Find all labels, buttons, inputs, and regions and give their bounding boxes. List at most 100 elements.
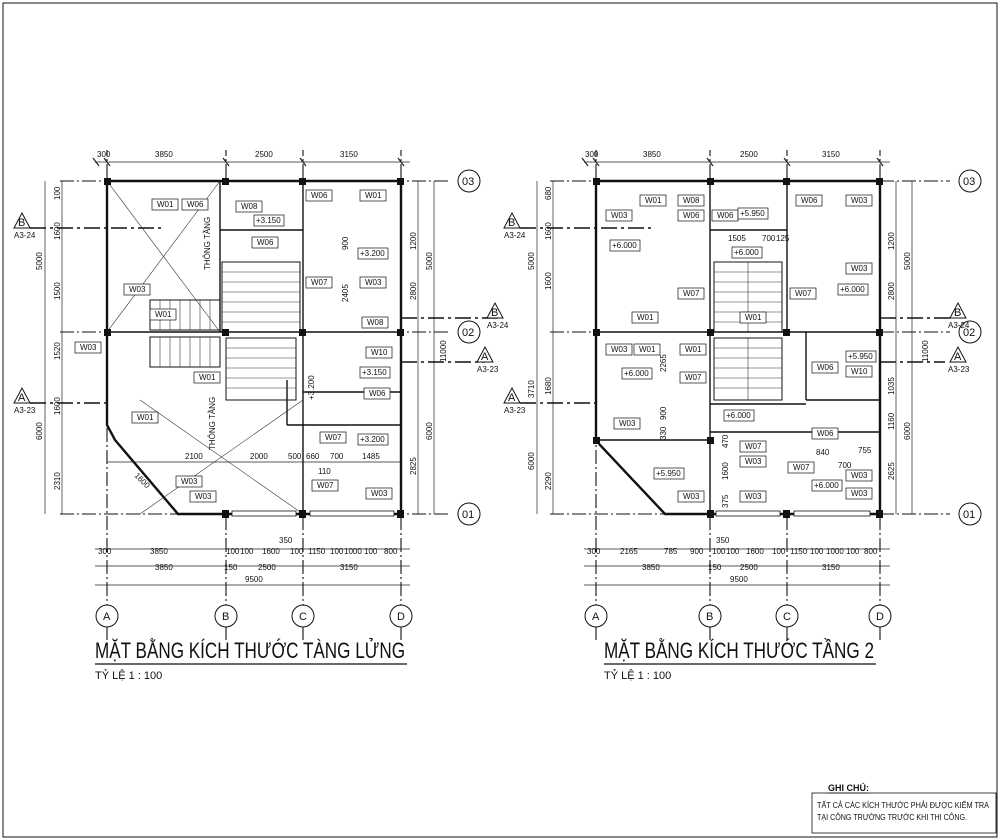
grid-bubble-03: 03 [958, 169, 982, 193]
grid-bubble-d: D [389, 604, 413, 628]
svg-text:A: A [508, 392, 516, 404]
dim-bottom: 1600 [262, 547, 280, 556]
window-tag: W08 [361, 316, 389, 329]
dim-left: 1680 [544, 377, 553, 395]
grid-bubble-b: B [698, 604, 722, 628]
note-line: TẤT CẢ CÁC KÍCH THƯỚC PHẢI ĐƯỢC KIỂM TRA [817, 800, 990, 810]
svg-text:A3-24: A3-24 [948, 321, 970, 330]
dim-left: 1600 [53, 397, 62, 415]
svg-text:01: 01 [462, 509, 474, 521]
window-tag: W03 [74, 341, 102, 354]
grid-bubble-02: 02 [958, 320, 982, 344]
svg-text:W06: W06 [683, 211, 700, 220]
dim-inner: 700 [762, 234, 776, 243]
section-marker: BA3-24 [13, 211, 36, 240]
svg-text:W08: W08 [241, 202, 258, 211]
dim-top: 2500 [255, 150, 273, 159]
dim-bottom: 150 [224, 563, 238, 572]
svg-text:W01: W01 [199, 373, 216, 382]
svg-text:W07: W07 [325, 433, 342, 442]
svg-text:W08: W08 [683, 196, 700, 205]
dim-bottom: 100 [810, 547, 824, 556]
dim-left: 2310 [53, 472, 62, 490]
svg-text:W01: W01 [685, 345, 702, 354]
dim-inner: 110 [318, 467, 331, 476]
dim-right: 2800 [409, 282, 418, 300]
svg-text:C: C [783, 611, 791, 623]
svg-text:W03: W03 [371, 489, 388, 498]
svg-text:W07: W07 [311, 278, 328, 287]
dim-inner: 2100 [185, 452, 203, 461]
dim-right-total: 11000 [921, 340, 930, 362]
window-tag: W01 [679, 343, 707, 356]
dim-bottom: 100 [772, 547, 786, 556]
window-tag: W03 [605, 343, 633, 356]
dim-left: 1500 [53, 282, 62, 300]
svg-text:B: B [954, 307, 961, 319]
dim-top: 3850 [155, 150, 173, 159]
window-tag: W06 [305, 189, 333, 202]
dim-bottom: 2165 [620, 547, 638, 556]
dim-bottom: 100 [226, 547, 240, 556]
svg-text:W10: W10 [371, 348, 388, 357]
dim-left: 100 [53, 186, 62, 200]
svg-text:+3.150: +3.150 [362, 368, 387, 377]
svg-text:W07: W07 [795, 289, 812, 298]
level-mark: +3.200 [307, 375, 316, 400]
window-tag: W03 [175, 475, 203, 488]
window-tag: W03 [845, 194, 873, 207]
window-tag: W06 [677, 209, 705, 222]
dim-right-total: 6000 [425, 422, 434, 440]
dim-right-total: 6000 [903, 422, 912, 440]
svg-text:W03: W03 [129, 285, 146, 294]
dim-inner: 755 [858, 446, 872, 455]
dim-inner: 2265 [659, 354, 668, 372]
plan-floor-2: 300 3850 2500 3150 350 300 2165 785 900 … [503, 150, 982, 682]
dim-bottom: 100 [726, 547, 740, 556]
window-tag: W07 [305, 276, 333, 289]
svg-text:A3-23: A3-23 [477, 365, 499, 374]
dim-right-total: 5000 [425, 252, 434, 270]
window-tag: W07 [789, 287, 817, 300]
svg-text:W06: W06 [717, 211, 734, 220]
dim-inner: 840 [816, 448, 830, 457]
level-mark: +5.950 [845, 350, 877, 363]
svg-text:W03: W03 [683, 492, 700, 501]
plan-scale: TỶ LỆ 1 : 100 [95, 669, 162, 682]
svg-text:W06: W06 [801, 196, 818, 205]
svg-text:W03: W03 [851, 489, 868, 498]
section-marker: AA3-23 [476, 345, 499, 374]
window-tag: W10 [845, 365, 873, 378]
svg-text:B: B [491, 307, 498, 319]
svg-text:A: A [954, 351, 962, 363]
dim-top: 3150 [340, 150, 358, 159]
section-marker: AA3-23 [503, 386, 526, 415]
window-tag: W01 [739, 311, 767, 324]
window-tag: W06 [181, 198, 209, 211]
svg-text:A3-24: A3-24 [487, 321, 509, 330]
window-tag: W01 [631, 311, 659, 324]
section-marker: B A3-24 [948, 301, 970, 330]
dim-inner: 125 [776, 234, 790, 243]
window-tag: W03 [605, 209, 633, 222]
window-tag: W01 [359, 189, 387, 202]
level-mark: +3.200 [357, 433, 389, 446]
dim-inner: 470 [721, 434, 730, 448]
level-mark: +5.950 [653, 467, 685, 480]
window-tag: W03 [739, 455, 767, 468]
window-tag: W07 [739, 440, 767, 453]
dim-inner: 2405 [341, 284, 350, 302]
svg-text:A3-23: A3-23 [948, 365, 970, 374]
svg-text:A3-24: A3-24 [504, 231, 526, 240]
svg-text:W03: W03 [745, 492, 762, 501]
level-mark: +6.000 [621, 367, 653, 380]
dim-bottom: 1000 [826, 547, 844, 556]
dim-inner: 900 [659, 406, 668, 420]
grid-bubble-c: C [775, 604, 799, 628]
note-title: GHI CHÚ: [828, 782, 869, 793]
window-tag: W06 [251, 236, 279, 249]
dim-left: 1520 [53, 342, 62, 360]
svg-text:A: A [103, 611, 111, 623]
svg-text:03: 03 [963, 176, 975, 188]
note-line: TẠI CÔNG TRƯỜNG TRƯỚC KHI THI CÔNG. [817, 813, 967, 822]
